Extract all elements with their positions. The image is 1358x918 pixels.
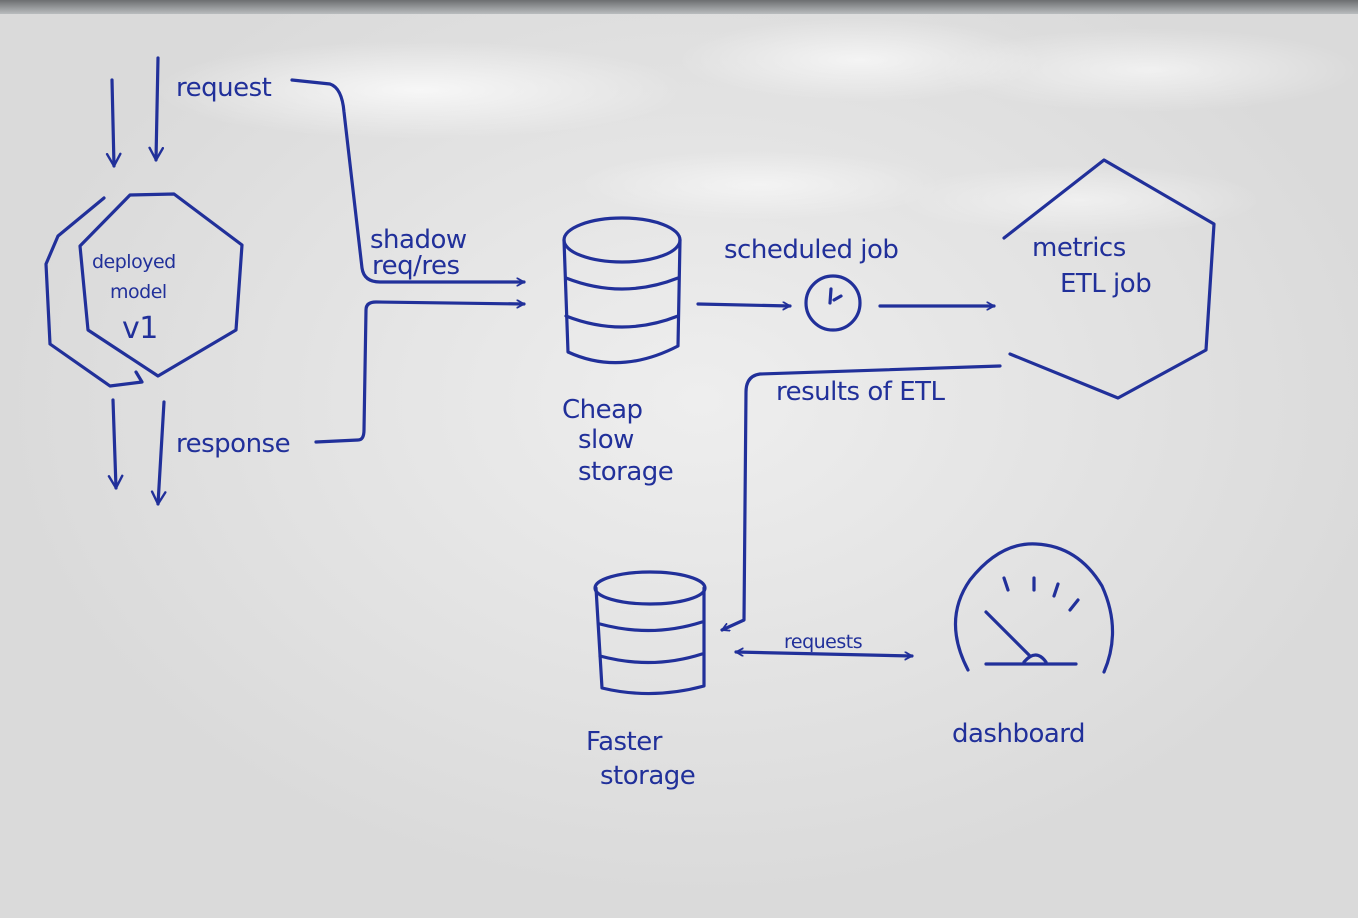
faster-storage-label-line1: Faster	[586, 727, 663, 757]
faster-storage-label-line2: storage	[600, 761, 695, 791]
response-arrow-right	[150, 400, 167, 506]
requests-double-arrow	[734, 652, 914, 656]
shadow-label-line1: shadow	[370, 225, 467, 255]
shadow-response-path	[314, 302, 526, 444]
metrics-etl-label-line2: ETL job	[1060, 269, 1151, 299]
metrics-etl-label-line1: metrics	[1032, 233, 1126, 263]
shadow-label-line2: req/res	[372, 251, 460, 281]
results-of-etl-label: results of ETL	[776, 377, 946, 407]
deployed-model-hexagon	[78, 192, 244, 378]
request-label: request	[176, 73, 272, 103]
scheduled-job-label: scheduled job	[724, 235, 898, 265]
cheap-storage-label-line2: slow	[578, 425, 634, 455]
cheap-storage-label-line3: storage	[578, 457, 673, 487]
results-of-etl-path	[720, 364, 1002, 632]
deployed-model-hexagon-back	[44, 196, 144, 388]
cheap-storage-label-line1: Cheap	[562, 395, 643, 425]
metrics-etl-hexagon	[1002, 158, 1216, 400]
dashboard-label: dashboard	[952, 719, 1085, 749]
deployed-model-label-line3: v1	[122, 311, 158, 346]
requests-label: requests	[784, 631, 862, 653]
dashboard-gauge-icon	[953, 542, 1115, 674]
request-arrow-right	[148, 56, 165, 162]
whiteboard-frame	[0, 0, 1358, 14]
faster-storage-cylinder-icon	[593, 570, 707, 696]
shadow-request-path	[290, 78, 526, 282]
deployed-model-label-line2: model	[110, 281, 167, 303]
response-label: response	[176, 429, 290, 459]
clock-icon	[804, 274, 862, 332]
request-arrow-left	[105, 78, 122, 168]
storage-to-clock-arrow	[696, 304, 792, 306]
response-arrow-left	[107, 398, 124, 490]
cheap-storage-cylinder-icon	[562, 216, 682, 365]
deployed-model-label-line1: deployed	[92, 251, 176, 273]
